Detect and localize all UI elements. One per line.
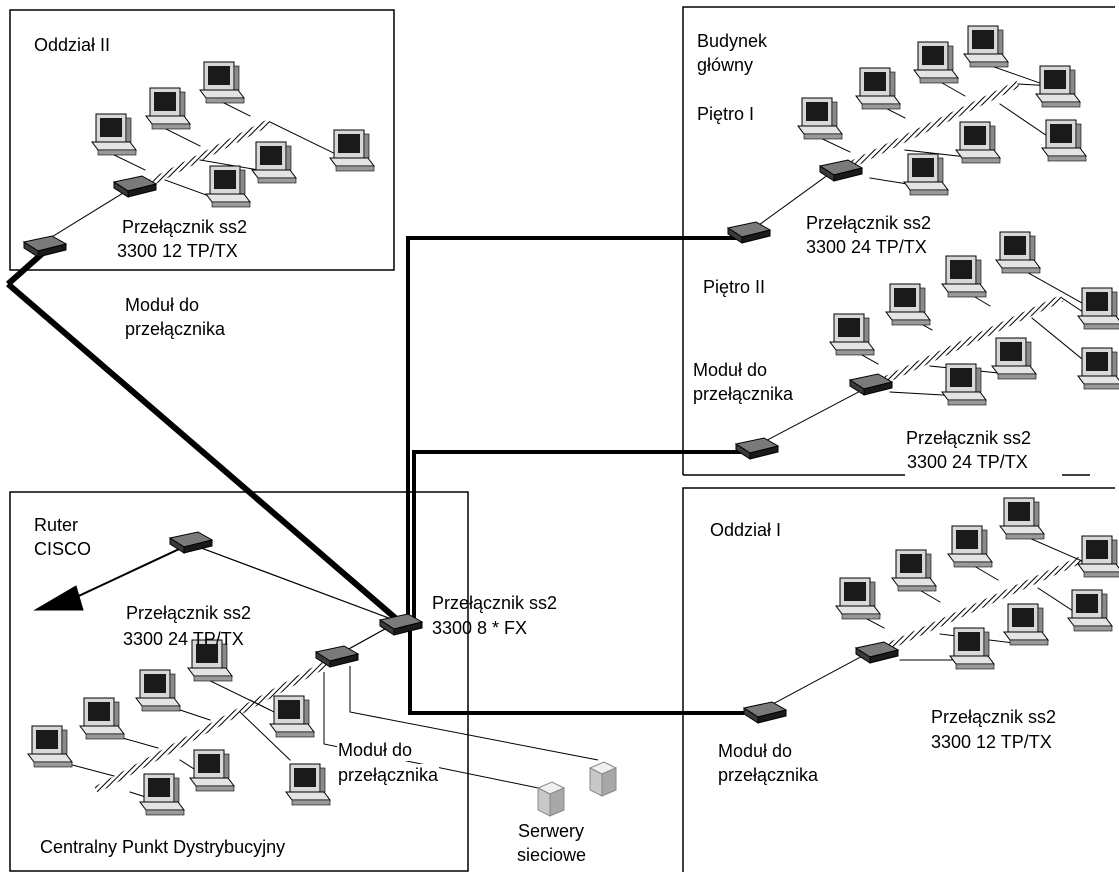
floor1-trunk-line: [406, 236, 736, 626]
computer-icon: [189, 749, 235, 792]
floor2-label: Piętro II: [703, 277, 766, 297]
floor1-label: Piętro I: [697, 104, 755, 124]
floor1-uplink: [751, 171, 833, 231]
computer-icon: [1077, 287, 1119, 330]
servers-label-line2: sieciowe: [517, 845, 587, 865]
floor2-module-label-line1: Moduł do: [693, 360, 768, 380]
servers-label-line1: Serwery: [518, 821, 585, 841]
computer-icon: [1067, 589, 1113, 632]
central-backbone-bus: [94, 660, 328, 794]
core-switch-label-line1: Przełącznik ss2: [432, 593, 558, 613]
computer-icon: [79, 697, 125, 740]
central-module-label-line2: przełącznika: [337, 764, 440, 786]
main-building-title-line1: Budynek: [697, 31, 768, 51]
computer-icon: [955, 121, 1001, 164]
branch2-link: [159, 125, 201, 147]
floor1-switch-label-line1: Przełącznik ss2: [806, 213, 932, 233]
computer-icon: [941, 363, 987, 406]
computer-icon: [891, 549, 937, 592]
router-label-line2: CISCO: [34, 539, 92, 559]
computer-icon: [1077, 347, 1119, 390]
floor1-switch-label-line2: 3300 24 TP/TX: [806, 237, 927, 257]
computer-icon: [269, 695, 315, 738]
branch2-module-label-line1: Moduł do: [125, 295, 200, 315]
main-building-title-line2: główny: [697, 55, 754, 75]
computer-icon: [949, 627, 995, 670]
floor1-backbone-bus: [838, 80, 1020, 174]
computer-icon: [91, 113, 137, 156]
floor2-trunk-line: [412, 450, 742, 626]
branch2-switch-label-line1: Przełącznik ss2: [122, 217, 248, 237]
computer-icon: [1035, 65, 1081, 108]
server-icon: [537, 781, 565, 817]
branch1-switch-label-line1: Przełącznik ss2: [931, 707, 1057, 727]
module-icon: [743, 701, 787, 724]
computer-icon: [27, 725, 73, 768]
computer-icon: [1003, 603, 1049, 646]
branch1-area-border: [682, 487, 1115, 872]
main-building-area-border: [682, 6, 1115, 475]
computer-icon: [991, 337, 1037, 380]
router-label-line1: Ruter: [34, 515, 79, 535]
computer-icon: [855, 67, 901, 110]
central-switch-label-line2: 3300 24 TP/TX: [123, 629, 244, 649]
branch2-module-label-line2: przełącznika: [125, 319, 226, 339]
floor2-switch-label-line1: Przełącznik ss2: [906, 428, 1032, 448]
module-icon: [23, 235, 67, 258]
branch2-area-border: [9, 9, 395, 271]
branch1-module-label-line1: Moduł do: [718, 741, 793, 761]
module-icon: [735, 437, 779, 460]
computer-icon: [135, 669, 181, 712]
branch2-title: Oddział II: [34, 35, 111, 55]
computer-icon: [947, 525, 993, 568]
router-to-core-link: [195, 545, 395, 621]
computer-icon: [999, 497, 1045, 540]
branch1-uplink: [757, 653, 867, 713]
central-distribution-point-title: Centralny Punkt Dystrybucyjny: [40, 837, 286, 857]
wan-arrow-icon: [33, 585, 84, 611]
branch2-trunk-line: [6, 281, 402, 625]
computer-icon: [145, 87, 191, 130]
branch1-module-label-line2: przełącznika: [718, 765, 819, 785]
computer-icon: [835, 577, 881, 620]
branch2-backbone-bus: [138, 118, 272, 192]
computer-icon: [995, 231, 1041, 274]
central-module-label-line1: Moduł do: [337, 739, 414, 761]
central-link: [239, 711, 291, 761]
floor2-uplink: [755, 387, 867, 447]
switch-icon: [113, 175, 157, 198]
floor2-backbone-bus: [870, 294, 1064, 390]
central-switch-label-line1: Przełącznik ss2: [126, 603, 252, 623]
computer-icon: [913, 41, 959, 84]
wan-link: [68, 542, 192, 602]
floor2-module-label-line2: przełącznika: [693, 384, 794, 404]
core-switch-label-line2: 3300 8 * FX: [432, 618, 528, 638]
computer-icon: [329, 129, 375, 172]
branch1-switch-label-line2: 3300 12 TP/TX: [931, 732, 1052, 752]
computer-icon: [963, 25, 1009, 68]
server-icon: [589, 761, 617, 797]
computer-icon: [797, 97, 843, 140]
branch2-uplink: [49, 189, 129, 239]
computer-icon: [903, 153, 949, 196]
branch2-switch-label-line2: 3300 12 TP/TX: [117, 241, 238, 261]
computer-icon: [829, 313, 875, 356]
server-link: [323, 672, 549, 791]
branch1-title: Oddział I: [710, 520, 782, 540]
server-link: [349, 666, 599, 761]
branch1-trunk-line: [408, 626, 744, 715]
computer-icon: [885, 283, 931, 326]
computer-icon: [1041, 119, 1087, 162]
computer-icon: [199, 61, 245, 104]
branch1-backbone-bus: [874, 556, 1082, 656]
central-area-border: [9, 491, 469, 872]
computer-icon: [285, 763, 331, 806]
computer-icon: [251, 141, 297, 184]
computer-icon: [1077, 535, 1119, 578]
floor2-switch-label-line2: 3300 24 TP/TX: [906, 451, 1029, 473]
computer-icon: [205, 165, 251, 208]
computer-icon: [941, 255, 987, 298]
computer-icon: [139, 773, 185, 816]
